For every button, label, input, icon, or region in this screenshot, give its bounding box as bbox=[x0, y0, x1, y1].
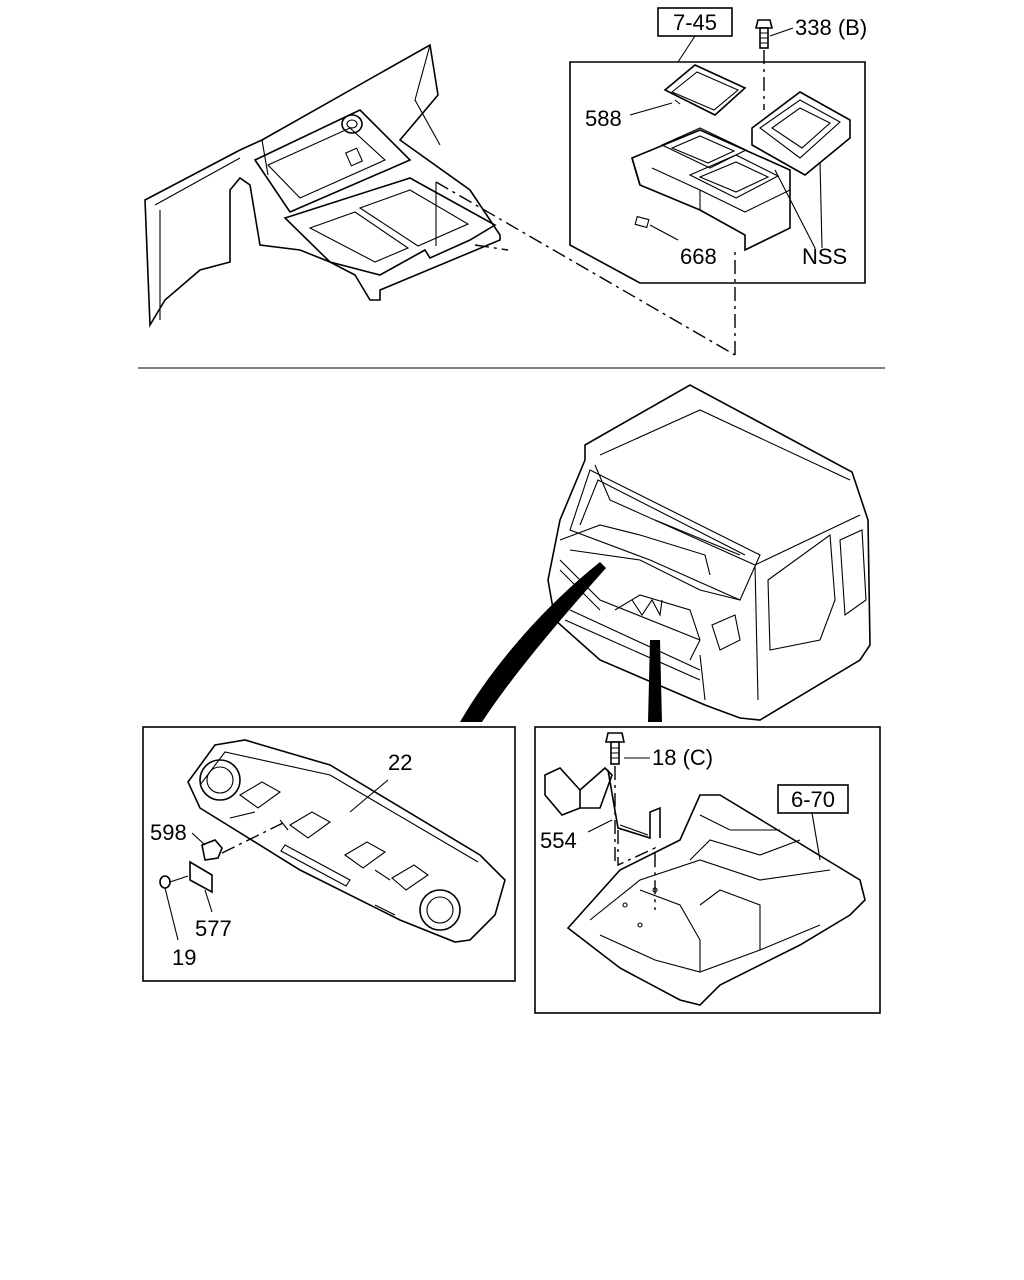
instrument-panel-detail-box: 22 598 577 19 bbox=[142, 726, 516, 982]
part-18c-label: 18 (C) bbox=[652, 745, 713, 770]
part-668-label: 668 bbox=[680, 244, 717, 269]
part-588-label: 588 bbox=[585, 106, 622, 131]
bolt-icon bbox=[605, 732, 625, 865]
ref-6-70-label: 6-70 bbox=[791, 787, 835, 812]
dashboard-illustration bbox=[144, 43, 736, 356]
part-19-label: 19 bbox=[172, 945, 196, 970]
console-detail-box: 7-45 338 (B) 588 bbox=[569, 7, 867, 284]
part-338b-label: 338 (B) bbox=[795, 15, 867, 40]
screw-icon bbox=[159, 875, 189, 889]
floor-bracket-part bbox=[544, 766, 661, 840]
shift-bezel-part bbox=[751, 91, 851, 176]
bolt-icon bbox=[754, 19, 774, 110]
zoom-pointer-right bbox=[648, 640, 662, 722]
zoom-pointer-left bbox=[460, 562, 606, 722]
part-22-label: 22 bbox=[388, 750, 412, 775]
part-598-label: 598 bbox=[150, 820, 187, 845]
floor-panel-part bbox=[566, 794, 866, 1006]
instrument-panel-part bbox=[187, 739, 506, 943]
part-nss-label: NSS bbox=[802, 244, 847, 269]
part-554-label: 554 bbox=[540, 828, 577, 853]
truck-cab-illustration bbox=[547, 384, 871, 721]
clip-icon bbox=[201, 839, 223, 861]
console-body-part bbox=[631, 127, 791, 252]
console-cap-part bbox=[663, 64, 747, 116]
bracket-icon bbox=[189, 860, 213, 894]
floor-detail-box: 18 (C) 6-70 554 bbox=[534, 726, 881, 1014]
part-577-label: 577 bbox=[195, 916, 232, 941]
ref-7-45-label: 7-45 bbox=[673, 10, 717, 35]
